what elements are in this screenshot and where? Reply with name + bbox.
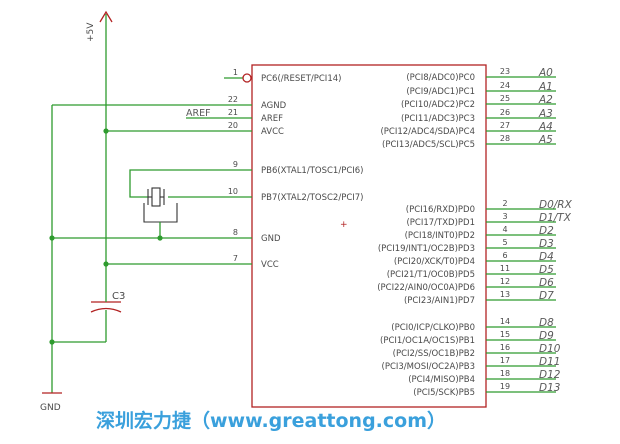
right-pin-name: (PCI2/SS/OC1B)PB2 xyxy=(393,349,475,359)
right-pin-number: 13 xyxy=(500,290,510,299)
right-pin-name: (PCI13/ADC5/SCL)PC5 xyxy=(382,140,475,150)
net-label: D8 xyxy=(539,317,554,329)
right-pin-number: 17 xyxy=(500,356,510,365)
net-label: A2 xyxy=(538,94,553,106)
right-pin-number: 24 xyxy=(500,81,510,90)
supply-label: +5V xyxy=(86,22,96,42)
capacitor-plate-bottom xyxy=(90,307,122,313)
net-label: D13 xyxy=(539,382,560,394)
net-label: A4 xyxy=(538,121,553,133)
right-pin-number: 23 xyxy=(500,67,510,76)
right-pin-number: 26 xyxy=(500,108,510,117)
right-pin-number: 14 xyxy=(500,317,510,326)
right-pin-number: 5 xyxy=(502,238,507,247)
left-pin-name: AREF xyxy=(261,114,283,124)
net-label: D5 xyxy=(539,264,554,276)
right-pin-name: (PCI16/RXD)PD0 xyxy=(406,205,475,215)
net-label: D3 xyxy=(539,238,554,250)
left-pin-number: 21 xyxy=(228,108,238,117)
junction-dot xyxy=(103,261,109,267)
crystal-body xyxy=(151,187,161,207)
left-pin-name: GND xyxy=(261,234,281,244)
right-pin-number: 28 xyxy=(500,134,510,143)
left-pin-name: AGND xyxy=(261,101,287,111)
net-label: D9 xyxy=(539,330,554,342)
vcc-arrow-icon xyxy=(99,10,113,23)
right-pin-name: (PCI11/ADC3)PC3 xyxy=(401,114,475,124)
watermark: 深圳宏力捷（www.greattong.com） xyxy=(96,409,446,432)
right-pin-name: (PCI18/INT0)PD2 xyxy=(405,231,475,241)
right-pin-number: 25 xyxy=(500,94,510,103)
left-pin-number: 10 xyxy=(228,187,238,196)
left-pin-number: 7 xyxy=(233,254,238,263)
right-pin-name: (PCI22/AIN0/OC0A)PD6 xyxy=(377,283,475,293)
right-pin-number: 12 xyxy=(500,277,510,286)
net-label: D11 xyxy=(539,356,560,368)
net-label: D7 xyxy=(539,290,554,302)
left-pin-name: PB6(XTAL1/TOSC1/PCI6) xyxy=(261,166,364,176)
left-pin-number: 8 xyxy=(233,228,238,237)
net-label: A0 xyxy=(538,67,553,79)
left-pin-name: VCC xyxy=(261,260,279,270)
right-pin-name: (PCI23/AIN1)PD7 xyxy=(404,296,475,306)
left-pin-number: 20 xyxy=(228,121,238,130)
ground-label: GND xyxy=(40,403,61,413)
right-pin-number: 11 xyxy=(500,264,510,273)
ic-origin-mark: + xyxy=(340,220,348,230)
right-pin-name: (PCI9/ADC1)PC1 xyxy=(406,87,475,97)
left-pin-number: 22 xyxy=(228,95,238,104)
right-pin-name: (PCI0/ICP/CLKO)PB0 xyxy=(391,323,475,333)
right-pin-name: (PCI4/MISO)PB4 xyxy=(408,375,475,385)
right-pin-name: (PCI8/ADC0)PC0 xyxy=(406,73,475,83)
right-pin-name: (PCI20/XCK/T0)PD4 xyxy=(394,257,475,267)
junction-dot xyxy=(49,235,55,241)
left-pin-name: PC6(/RESET/PCI14) xyxy=(261,74,341,84)
net-label: D12 xyxy=(539,369,561,381)
right-pin-name: (PCI3/MOSI/OC2A)PB3 xyxy=(382,362,475,372)
xtal1-wire xyxy=(129,169,224,198)
net-label: D10 xyxy=(539,343,561,355)
aref-net-label: AREF xyxy=(186,108,211,119)
right-pin-name: (PCI21/T1/OC0B)PD5 xyxy=(387,270,475,280)
net-label: D2 xyxy=(539,225,554,237)
right-pin-number: 2 xyxy=(502,199,507,208)
right-pin-number: 3 xyxy=(502,212,507,221)
right-pin-number: 19 xyxy=(500,382,510,391)
net-label: A1 xyxy=(538,81,553,93)
net-label: D1/TX xyxy=(539,212,572,224)
left-pin-number: 9 xyxy=(233,160,238,169)
net-label: A5 xyxy=(538,134,553,146)
right-pin-number: 18 xyxy=(500,369,510,378)
left-pin-number: 1 xyxy=(233,68,238,77)
left-pin-name: AVCC xyxy=(261,127,284,137)
right-pin-number: 6 xyxy=(502,251,507,260)
pin1-inversion-bubble xyxy=(242,73,252,83)
net-label: D4 xyxy=(539,251,554,263)
left-pin-name: PB7(XTAL2/TOSC2/PCI7) xyxy=(261,193,364,203)
right-pin-name: (PCI17/TXD)PD1 xyxy=(406,218,475,228)
right-pin-number: 16 xyxy=(500,343,510,352)
net-label: D6 xyxy=(539,277,554,289)
junction-dot xyxy=(103,128,109,134)
right-pin-name: (PCI12/ADC4/SDA)PC4 xyxy=(380,127,475,137)
right-pin-number: 27 xyxy=(500,121,510,130)
capacitor-label: C3 xyxy=(112,291,125,302)
ic-body xyxy=(251,64,487,408)
right-pin-number: 4 xyxy=(502,225,507,234)
net-label: A3 xyxy=(538,108,553,120)
right-pin-name: (PCI19/INT1/OC2B)PD3 xyxy=(378,244,475,254)
right-pin-name: (PCI1/OC1A/OC1S)PB1 xyxy=(380,336,475,346)
net-label: D0/RX xyxy=(539,199,573,211)
right-pin-number: 15 xyxy=(500,330,510,339)
right-pin-name: (PCI10/ADC2)PC2 xyxy=(401,100,475,110)
right-pin-name: (PCI5/SCK)PB5 xyxy=(413,388,475,398)
